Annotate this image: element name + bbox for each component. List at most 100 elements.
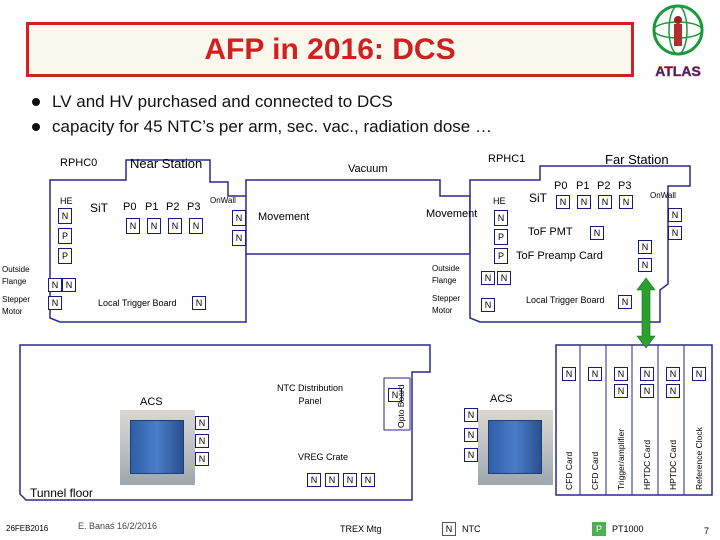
near-flange-ntc-2: N — [62, 278, 76, 292]
atlas-logo: ATLAS — [652, 4, 704, 80]
rphc0-label: RPHC0 — [60, 157, 98, 169]
far-p3: P3 — [618, 180, 632, 192]
far-p1-ntc: N — [577, 195, 591, 209]
near-p2-ntc: N — [168, 218, 182, 234]
legend-pt1000-key: P — [592, 522, 606, 536]
bullet-dot — [32, 123, 40, 131]
far-station-label: Far Station — [605, 152, 669, 167]
vacuum-label: Vacuum — [348, 163, 388, 175]
far-he-label: HE — [493, 196, 506, 206]
near-trigger-board-ntc: N — [192, 296, 206, 310]
rphc1-label: RPHC1 — [488, 153, 526, 165]
far-sit-label: SiT — [529, 191, 547, 205]
far-p0-ntc: N — [556, 195, 570, 209]
far-p0: P0 — [554, 180, 568, 192]
far-tof-preamp-ntc-1: N — [638, 240, 652, 254]
rack-col5-ntc-1: N — [666, 367, 680, 381]
far-tof-pmt-label: ToF PMT — [528, 226, 573, 238]
rack-col3-ntc-2: N — [614, 384, 628, 398]
vreg-ntc-2: N — [325, 473, 339, 487]
legend-ntc-key: N — [442, 522, 456, 536]
bullet-text: LV and HV purchased and connected to DCS — [52, 92, 393, 111]
bullet-2: capacity for 45 NTC’s per arm, sec. vac.… — [32, 117, 492, 137]
near-onwall-ntc-1: N — [232, 210, 246, 226]
far-onwall-label: OnWall — [650, 191, 676, 200]
acs-right-photo — [478, 410, 553, 485]
near-he-ntc: N — [58, 208, 72, 224]
far-trigger-board-ntc: N — [618, 295, 632, 309]
vreg-ntc-3: N — [343, 473, 357, 487]
near-station-label: Near Station — [130, 156, 203, 171]
rack-outline — [555, 344, 713, 496]
far-stepper-ntc: N — [481, 298, 495, 312]
near-p2: P2 — [166, 201, 180, 213]
near-he-pt1000: P — [58, 228, 72, 244]
near-p0: P0 — [123, 201, 137, 213]
rack-col1-ntc: N — [562, 367, 576, 381]
acs-left-photo — [120, 410, 195, 485]
footer-author: E. Banaś 16/2/2016 — [78, 521, 158, 531]
rack-hptdc-card-1: HPTDC Card — [642, 439, 652, 490]
rack-col4-ntc-1: N — [640, 367, 654, 381]
vreg-ntc-4: N — [361, 473, 375, 487]
rack-hptdc-card-2: HPTDC Card — [668, 439, 678, 490]
far-he-ntc: N — [494, 210, 508, 226]
page-number: 7 — [704, 526, 710, 536]
vertical-green-arrow — [636, 277, 656, 349]
slide-title: AFP in 2016: DCS — [204, 32, 456, 66]
near-trigger-board-label: Local Trigger Board — [98, 298, 177, 308]
near-pt1000-2: P — [58, 248, 72, 264]
far-movement-label: Movement — [426, 208, 478, 220]
near-he-label: HE — [60, 196, 73, 206]
opto-board-label: Opto Board — [396, 384, 406, 429]
acs-left-ntc-2: N — [195, 434, 209, 448]
vreg-crate-label: VREG Crate — [298, 452, 349, 462]
bullet-dot — [32, 98, 40, 106]
near-p3-ntc: N — [189, 218, 203, 234]
near-sit-label: SiT — [90, 201, 108, 215]
acs-right-ntc-2: N — [464, 428, 478, 442]
acs-right-label: ACS — [490, 393, 513, 405]
acs-right-ntc-3: N — [464, 448, 478, 462]
rack-col6-ntc: N — [692, 367, 706, 381]
rack-col4-ntc-2: N — [640, 384, 654, 398]
far-he-pt1000: P — [494, 229, 508, 245]
opto-board-ntc: N — [388, 388, 402, 402]
acs-left-ntc-1: N — [195, 416, 209, 430]
acs-right-ntc-1: N — [464, 408, 478, 422]
rack-col5-ntc-2: N — [666, 384, 680, 398]
far-tof-pmt-ntc: N — [590, 226, 604, 240]
far-p2-ntc: N — [598, 195, 612, 209]
near-p1: P1 — [145, 201, 159, 213]
far-flange-ntc-1: N — [481, 271, 495, 285]
rack-cfd-card-2: CFD Card — [590, 451, 600, 490]
far-onwall-ntc-2: N — [668, 226, 682, 240]
near-station-outline — [49, 159, 251, 323]
rack-col3-ntc-1: N — [614, 367, 628, 381]
bullet-text: capacity for 45 NTC’s per arm, sec. vac.… — [52, 117, 492, 136]
near-movement-label: Movement — [258, 211, 310, 223]
near-onwall-ntc-2: N — [232, 230, 246, 246]
rack-cfd-card-1: CFD Card — [564, 451, 574, 490]
legend-pt1000-label: PT1000 — [612, 524, 644, 534]
near-stepper-ntc: N — [48, 296, 62, 310]
tunnel-floor-label: Tunnel floor — [30, 486, 93, 500]
far-tof-preamp-label: ToF Preamp Card — [516, 250, 603, 262]
vreg-ntc-1: N — [307, 473, 321, 487]
rack-col2-ntc: N — [588, 367, 602, 381]
legend-ntc-label: NTC — [462, 524, 481, 534]
far-trigger-board-label: Local Trigger Board — [526, 295, 605, 305]
rack-trigger-amplifier: Trigger/amplifier — [616, 428, 626, 490]
near-onwall-label: OnWall — [210, 196, 236, 205]
bullet-1: LV and HV purchased and connected to DCS — [32, 92, 393, 112]
near-flange-ntc-1: N — [48, 278, 62, 292]
near-p3: P3 — [187, 201, 201, 213]
far-onwall-ntc-1: N — [668, 208, 682, 222]
slide-title-box: AFP in 2016: DCS — [26, 22, 634, 77]
